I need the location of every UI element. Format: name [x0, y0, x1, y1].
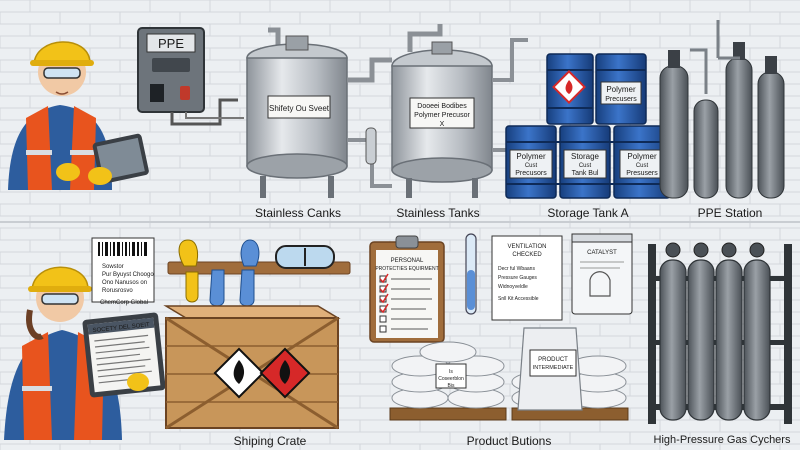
bag-tag-3: Bis	[448, 383, 455, 389]
caption-shipping-crate: Shiping Crate	[233, 434, 307, 448]
drum-left-label-1: Polymer	[516, 152, 546, 161]
stainless-tank-left: Shifety Ou Sveet	[246, 27, 392, 198]
hazard-diamond-icon	[259, 347, 311, 399]
caption-stainless-canks: Stainless Canks	[254, 206, 342, 220]
note-line-2: Pur Byuyst Choogo	[102, 272, 154, 278]
caption-stainless-tanks: Stainless Tanks	[396, 206, 480, 220]
catalyst-bag	[571, 233, 633, 315]
drum-right-label-2: Cust	[636, 163, 649, 169]
product-bag-pallets	[389, 327, 629, 421]
clipboard-title-2: PROTECTIES EQUIRMENT	[375, 266, 438, 272]
left-tank-label: Shifety Ou Sveet	[269, 104, 330, 113]
catalyst-title: CATALYST	[587, 250, 617, 256]
drum-mid-label-1: Storage	[571, 152, 600, 161]
note-line-3: Ono Nanusos on	[102, 280, 147, 286]
bag-tag-2: Coseerblon	[438, 376, 464, 382]
flask-icon	[589, 271, 611, 297]
caption-gas-cylinders: High-Pressure Gas Cychers	[653, 434, 791, 446]
bag-tag-1: Is	[449, 369, 453, 375]
drum-left-label-2: Cust	[525, 163, 538, 169]
safety-data-sheet-tablet: SOCETY DEL SOEIT	[82, 312, 166, 398]
ppe-control-panel: PPE	[137, 27, 244, 126]
glove-goggle-rack	[167, 239, 351, 307]
vent-title-2: CHECKED	[512, 252, 542, 258]
caption-product: Product Butions	[466, 434, 552, 448]
caption-ppe-station: PPE Station	[697, 206, 763, 220]
shipping-crate	[163, 305, 341, 430]
note-line-4: Rorusrosvo	[102, 288, 133, 294]
right-tank-label-2: Polymer Precusor	[414, 112, 470, 119]
drum-left-label-3: Precusors	[515, 170, 547, 177]
worker-with-tablet	[8, 41, 149, 190]
chemcorp-label-card	[91, 237, 155, 303]
clipboard-title-1: PERSONAL	[391, 258, 424, 264]
vent-item-2: Pressure Gauges	[498, 275, 537, 281]
safety-glasses-icon	[41, 293, 79, 305]
ppe-panel-title: PPE	[158, 36, 184, 51]
flammable-diamond-icon	[213, 347, 265, 399]
blue-gloves-icon	[209, 239, 260, 307]
safety-sheet-title: SOCETY DEL SOEIT	[92, 322, 150, 334]
ppe-checklist-clipboard	[369, 235, 445, 343]
hard-hat-icon	[33, 41, 91, 65]
drum-mid-label-3: Tank Bul	[572, 170, 599, 177]
drum-right-label-3: Presusers	[626, 170, 658, 177]
test-tube-icon	[465, 233, 477, 315]
drum-top-right-label-1: Polymer	[606, 85, 636, 94]
ventilation-checklist	[491, 235, 563, 321]
storage-drums: Polymer Precusers Polymer Cust Precusors…	[505, 53, 671, 199]
right-tank-label-3: X	[440, 121, 445, 128]
yellow-gloves-icon	[178, 239, 199, 303]
drum-mid-label-2: Cust	[579, 163, 592, 169]
safety-goggles-icon	[275, 245, 335, 269]
stainless-tank-right: Dooeei Bodibes Polymer Precusor X	[391, 24, 528, 198]
drum-right-label-1: Polymer	[627, 152, 657, 161]
vent-title-1: VENTILATION	[508, 244, 547, 250]
product-label-1: PRODUCT	[538, 357, 568, 363]
vent-item-1: Decr ful Wbaans	[498, 266, 535, 272]
drum-top-right-label-2: Precusers	[605, 96, 637, 103]
barcode-icon	[98, 242, 147, 256]
note-brand: ChemCorp Global	[100, 300, 148, 306]
note-line-1: Sowstor	[102, 264, 124, 270]
product-label-2: INTERMEDIATE	[533, 365, 574, 371]
gas-cylinder-rack	[648, 242, 792, 424]
worker-with-safety-sheet	[4, 266, 122, 440]
vent-item-4: Snll Kit Accessible	[498, 296, 539, 302]
caption-storage-tank: Storage Tank A	[547, 206, 629, 220]
vent-item-3: Widnoyveldle	[498, 284, 528, 290]
hard-hat-icon	[31, 266, 89, 291]
safety-glasses-icon	[43, 67, 81, 79]
ppe-station-cylinders	[659, 20, 785, 199]
flammable-hazard-icon	[552, 70, 586, 104]
right-tank-label-1: Dooeei Bodibes	[417, 103, 467, 110]
